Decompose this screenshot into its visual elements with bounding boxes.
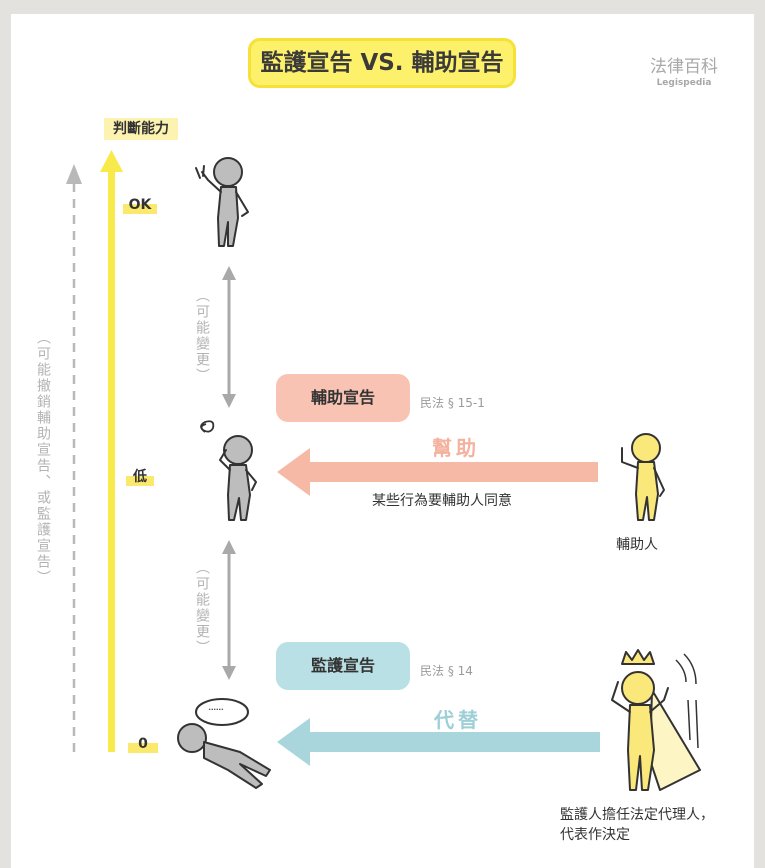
assist-action-label: 幫助: [432, 436, 480, 460]
level-zero: 0: [128, 735, 158, 753]
guardian-description-line2: 代表作決定: [560, 827, 630, 843]
guardian-arrow-shaft: [308, 732, 600, 752]
assist-description: 某些行為要輔助人同意: [372, 493, 512, 509]
brand-logo: 法律百科 Legispedia: [638, 52, 730, 88]
dashed-axis-arrowhead: [66, 164, 82, 184]
change-note-upper: （可能變更）: [194, 288, 210, 384]
speech-bubble: [195, 698, 249, 726]
change-note-lower: （可能變更）: [194, 560, 210, 656]
ability-axis-bar: [108, 170, 115, 752]
assist-arrow-shaft: [308, 462, 598, 482]
level-low: 低: [126, 468, 154, 486]
guardian-law-ref: 民法 § 14: [420, 664, 473, 678]
guardian-declaration-box: 監護宣告: [276, 642, 410, 690]
guardian-description-line1: 監護人擔任法定代理人，: [560, 807, 714, 823]
shine-lines-icon: [675, 653, 699, 749]
brand-name-en: Legispedia: [656, 78, 712, 88]
assist-law-ref: 民法 § 15-1: [420, 396, 485, 410]
page-title: 監護宣告 VS. 輔助宣告: [248, 38, 516, 88]
ability-axis-arrowhead: [100, 150, 123, 172]
guardian-figure: [611, 671, 669, 791]
change-arrow-upper-head-bottom: [222, 394, 236, 408]
change-arrow-upper-head-top: [222, 266, 236, 280]
assist-arrow-head: [277, 448, 310, 496]
guardian-action-label: 代替: [434, 708, 482, 732]
guardian-arrow-head: [277, 718, 310, 766]
assist-declaration-box: 輔助宣告: [276, 374, 410, 422]
level-ok: OK: [123, 196, 157, 214]
person-zero-figure: [177, 723, 271, 789]
crown-icon: [621, 649, 655, 665]
axis-title: 判斷能力: [104, 118, 178, 140]
person-ok-figure: [201, 157, 249, 247]
brand-name-cn: 法律百科: [650, 57, 718, 77]
person-low-figure: [219, 435, 257, 521]
ok-hand-icon: [195, 165, 205, 179]
change-arrow-lower-head-top: [222, 540, 236, 554]
speech-bubble-text: ......: [208, 700, 224, 713]
helper-figure: [621, 433, 665, 521]
helper-label: 輔助人: [616, 537, 658, 553]
confused-scribble-icon: [200, 420, 215, 433]
change-arrow-lower-head-bottom: [222, 666, 236, 680]
left-note: （可能撤銷輔助宣告、或監護宣告）: [35, 330, 51, 586]
